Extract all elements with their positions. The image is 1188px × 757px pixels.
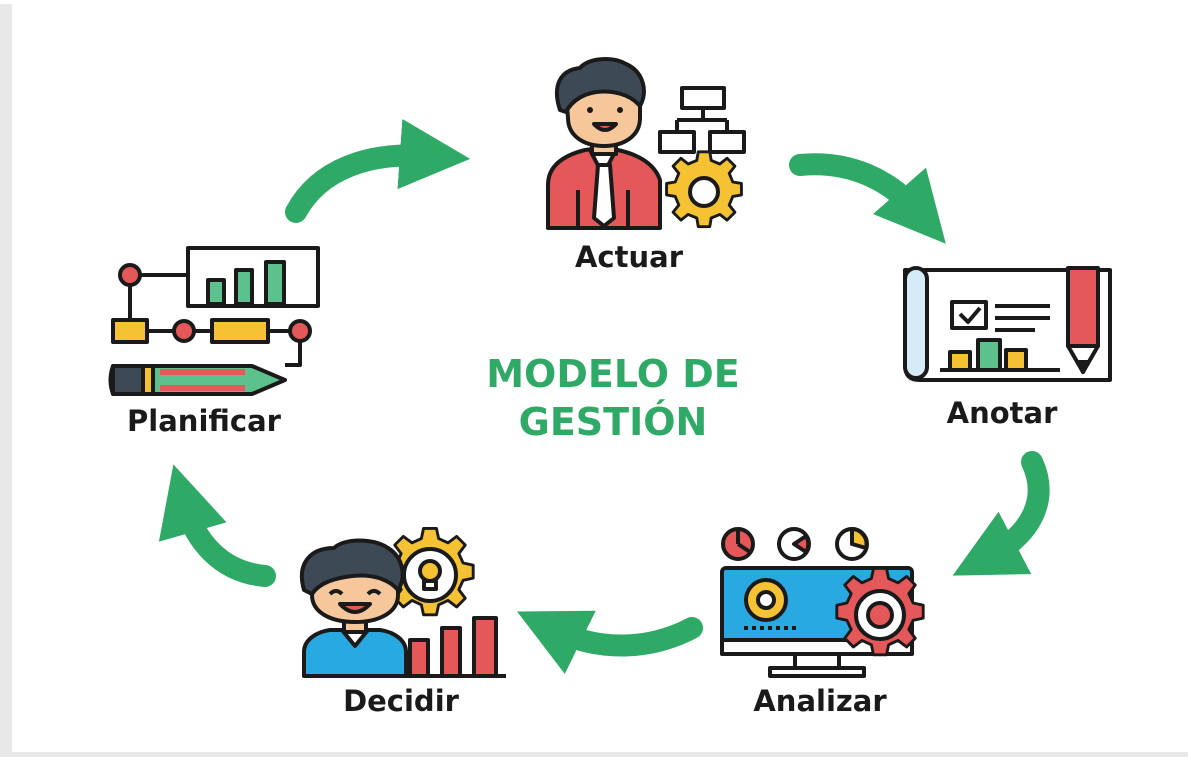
arrow-analizar-to-decidir — [517, 610, 703, 674]
stage-label-planificar: Planificar — [127, 404, 281, 438]
stage-label-actuar: Actuar — [574, 240, 684, 274]
manager-gear-icon — [546, 57, 746, 230]
stage-label-analizar: Analizar — [753, 684, 887, 718]
arrow-anotar-to-analizar — [952, 451, 1050, 576]
top-strip — [0, 0, 1188, 4]
stage-label-anotar: Anotar — [946, 396, 1058, 430]
center-title-line-2: GESTIÓN — [518, 400, 708, 444]
plan-flowchart-icon — [108, 246, 320, 396]
stage-label-decidir: Decidir — [343, 684, 459, 718]
arrow-decidir-to-planificar — [158, 464, 276, 587]
arrow-actuar-to-anotar — [789, 153, 946, 244]
center-title: MODELO DE GESTIÓN — [486, 350, 740, 446]
center-title-line-1: MODELO DE — [486, 352, 740, 396]
arrow-planificar-to-actuar — [285, 118, 471, 223]
cycle-arrows — [158, 118, 1050, 674]
idea-person-chart-icon — [300, 527, 506, 678]
blueprint-pencil-icon — [903, 266, 1112, 382]
monitor-analytics-icon — [720, 527, 925, 678]
